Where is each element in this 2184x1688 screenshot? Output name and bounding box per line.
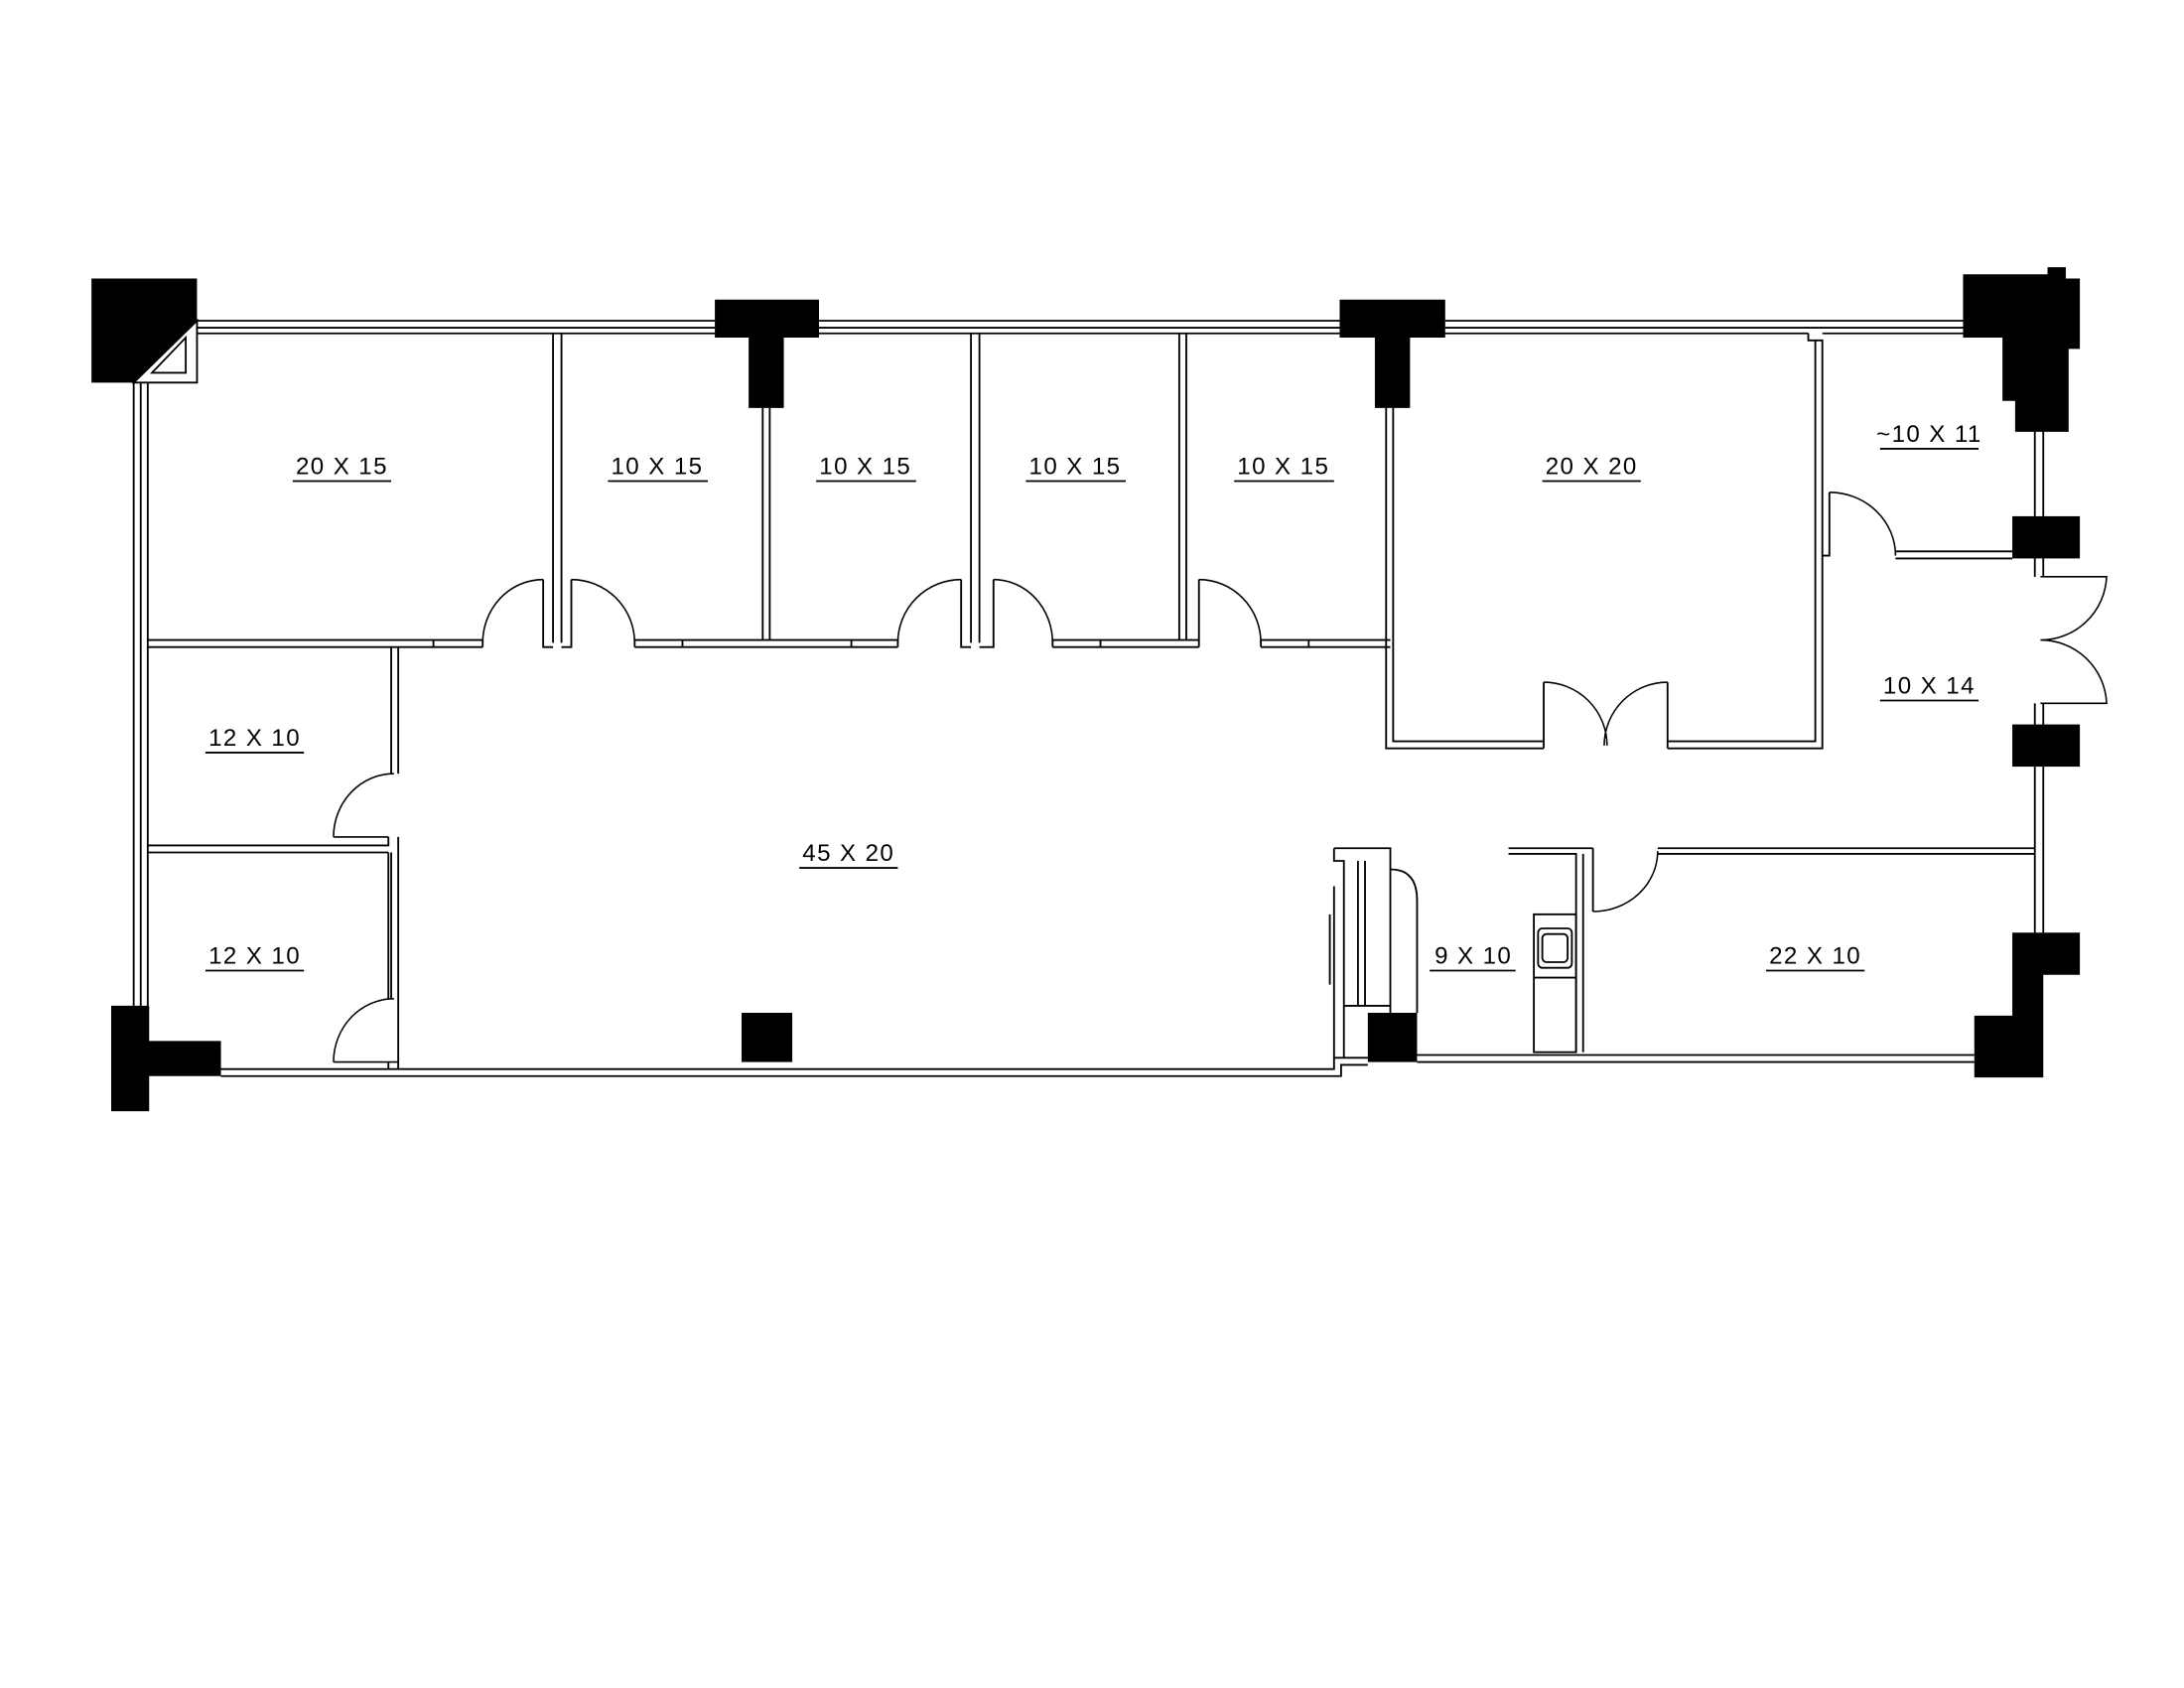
svg-text:12 X 10: 12 X 10: [208, 725, 301, 752]
room-labels: 20 X 15 10 X 15 10 X 15 10 X 15 10 X 15 …: [205, 421, 1982, 972]
svg-text:10 X 15: 10 X 15: [1029, 453, 1122, 480]
column-top-1: [715, 299, 819, 408]
svg-text:10 X 15: 10 X 15: [819, 453, 911, 480]
column-right-2: [2012, 724, 2081, 768]
column-kitchen: [1367, 1013, 1418, 1062]
column-interior: [742, 1013, 793, 1062]
door-swing: [333, 773, 394, 838]
door-swing: [481, 578, 544, 643]
door-swing: [896, 578, 962, 643]
double-door: [1544, 681, 1668, 746]
room-label: ~10 X 11: [1876, 421, 1982, 450]
walls: [132, 320, 2045, 1077]
room-label: 9 X 10: [1430, 942, 1516, 972]
column-bottom-right: [1974, 932, 2081, 1078]
column-top-left: [91, 278, 198, 383]
svg-text:10 X 15: 10 X 15: [1237, 453, 1329, 480]
room-label: 22 X 10: [1765, 942, 1865, 972]
room-label: 10 X 14: [1879, 672, 1979, 702]
svg-text:~10 X 11: ~10 X 11: [1876, 421, 1982, 448]
door-swing: [571, 578, 636, 643]
svg-text:45 X 20: 45 X 20: [802, 840, 894, 867]
room-label: 10 X 15: [1025, 453, 1127, 483]
svg-text:20 X 20: 20 X 20: [1546, 453, 1638, 480]
svg-text:20 X 15: 20 X 15: [296, 453, 388, 480]
column-top-2: [1339, 299, 1445, 408]
structural-columns: [91, 267, 2081, 1112]
svg-text:9 X 10: 9 X 10: [1434, 942, 1512, 969]
svg-text:22 X 10: 22 X 10: [1769, 942, 1861, 969]
door-swing: [333, 998, 399, 1063]
door-swing: [1829, 492, 1897, 556]
room-label: 20 X 15: [292, 453, 392, 483]
column-right-1: [2012, 515, 2081, 559]
room-label: 12 X 10: [205, 942, 305, 972]
room-label: 45 X 20: [799, 840, 898, 870]
entry-double-door: [2040, 576, 2108, 705]
doors: [333, 492, 2108, 1063]
svg-text:10 X 15: 10 X 15: [612, 453, 704, 480]
column-bottom-left: [110, 1005, 221, 1112]
room-label: 12 X 10: [205, 725, 305, 754]
door-swing: [993, 578, 1054, 643]
door-swing: [1592, 851, 1659, 913]
sink-icon: [1537, 927, 1573, 969]
room-label: 10 X 15: [1234, 453, 1334, 483]
door-swing: [1198, 578, 1262, 643]
column-top-right: [1963, 267, 2081, 432]
room-label: 20 X 20: [1542, 453, 1641, 483]
room-label: 10 X 15: [608, 453, 709, 483]
kitchen-counter: [1533, 913, 1577, 1054]
svg-text:10 X 14: 10 X 14: [1883, 672, 1976, 699]
svg-text:12 X 10: 12 X 10: [208, 942, 301, 969]
room-label: 10 X 15: [816, 453, 916, 483]
